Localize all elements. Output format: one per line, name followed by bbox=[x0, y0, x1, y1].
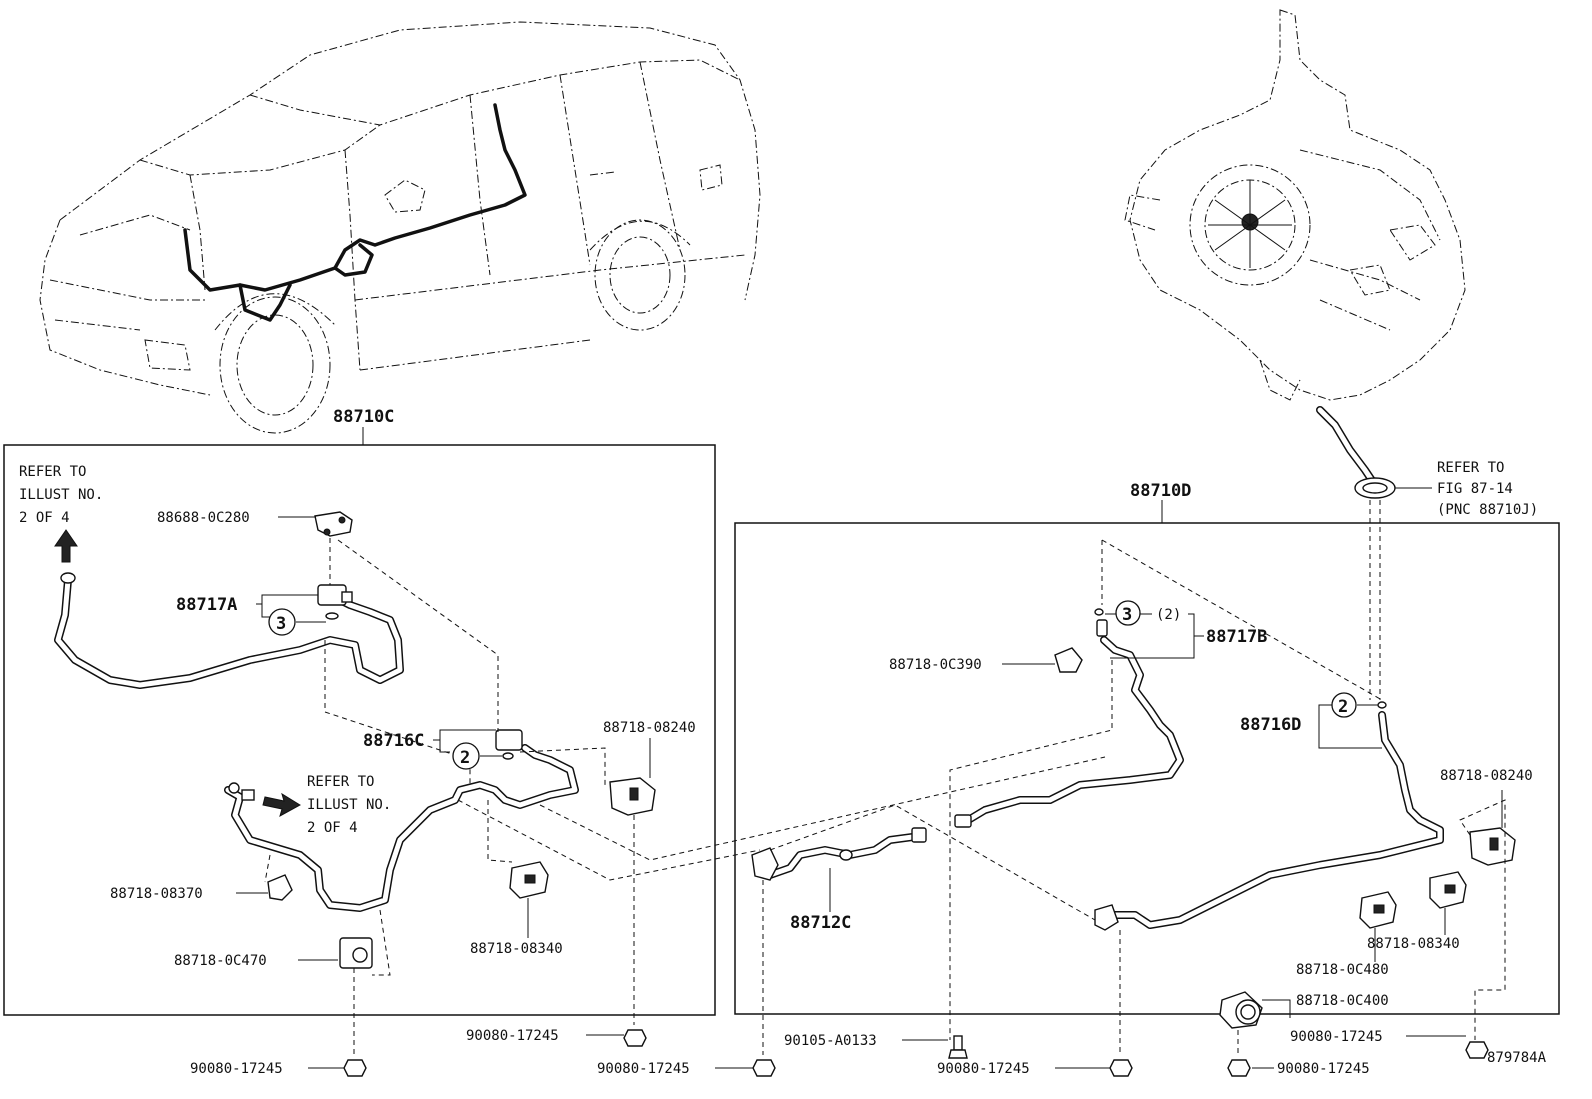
label-88718-08340-right: 88718-08340 bbox=[1367, 936, 1460, 952]
note-refer-fig-1: REFER TO bbox=[1437, 460, 1504, 476]
label-88718-08240-right: 88718-08240 bbox=[1440, 768, 1533, 784]
clamp-88718-0C480 bbox=[1359, 891, 1397, 929]
label-88718-08370: 88718-08370 bbox=[110, 886, 203, 902]
label-90080-17245-e: 90080-17245 bbox=[1277, 1061, 1370, 1077]
note-refer-illust-b-2: ILLUST NO. bbox=[307, 797, 391, 813]
clamp-88718-0C470 bbox=[339, 937, 373, 969]
label-88710C: 88710C bbox=[333, 407, 394, 427]
note-refer-illust-a-2: ILLUST NO. bbox=[19, 487, 103, 503]
clamp-88718-08340-right bbox=[1429, 871, 1467, 909]
label-88688-0C280: 88688-0C280 bbox=[157, 510, 250, 526]
label-88718-08340-left: 88718-08340 bbox=[470, 941, 563, 957]
clamp-88718-08370 bbox=[267, 874, 293, 901]
label-qty-2: (2) bbox=[1156, 607, 1181, 623]
bolt-90105-A0133 bbox=[948, 1035, 968, 1059]
clamp-88718-08240-right bbox=[1469, 827, 1516, 866]
label-88712C: 88712C bbox=[790, 913, 851, 933]
grommet-88718-0C400 bbox=[1219, 991, 1263, 1029]
arrow-refer-right bbox=[262, 792, 301, 818]
note-refer-illust-a-1: REFER TO bbox=[19, 464, 86, 480]
arrow-refer-up bbox=[54, 529, 78, 563]
note-refer-fig-3: (PNC 88710J) bbox=[1437, 502, 1538, 518]
clamp-88718-08340-left bbox=[509, 861, 549, 899]
pipe-88716C bbox=[224, 729, 579, 912]
label-88717A: 88717A bbox=[176, 595, 237, 615]
clip-88688-0C280 bbox=[314, 511, 353, 537]
pipe-88716D bbox=[1094, 701, 1444, 931]
label-88716C: 88716C bbox=[363, 731, 424, 751]
label-88718-0C400: 88718-0C400 bbox=[1296, 993, 1389, 1009]
clamp-88718-0C390 bbox=[1054, 647, 1083, 673]
label-90080-17245-a: 90080-17245 bbox=[466, 1028, 559, 1044]
figure-id: 879784A bbox=[1487, 1050, 1547, 1066]
callout-circles bbox=[268, 600, 1357, 770]
note-refer-illust-b-3: 2 OF 4 bbox=[307, 820, 358, 836]
label-88718-08240-left: 88718-08240 bbox=[603, 720, 696, 736]
label-88718-0C480: 88718-0C480 bbox=[1296, 962, 1389, 978]
label-90105-A0133: 90105-A0133 bbox=[784, 1033, 877, 1049]
frame-88710C bbox=[3, 444, 716, 1016]
label-88718-0C390: 88718-0C390 bbox=[889, 657, 982, 673]
label-90080-17245-f: 90080-17245 bbox=[1290, 1029, 1383, 1045]
label-88716D: 88716D bbox=[1240, 715, 1301, 735]
frame-88710D bbox=[734, 522, 1560, 1015]
vehicle-illustration bbox=[39, 21, 761, 434]
circle-num-2-right: 2 bbox=[1338, 697, 1348, 717]
circle-num-2-left: 2 bbox=[460, 748, 470, 768]
note-refer-illust-a-3: 2 OF 4 bbox=[19, 510, 70, 526]
pipe-88717A bbox=[54, 572, 404, 689]
label-88717B: 88717B bbox=[1206, 627, 1267, 647]
label-88710D: 88710D bbox=[1130, 481, 1191, 501]
note-refer-fig-2: FIG 87-14 bbox=[1437, 481, 1513, 497]
label-90080-17245-c: 90080-17245 bbox=[597, 1061, 690, 1077]
circle-num-3-left: 3 bbox=[276, 614, 286, 634]
label-90080-17245-b: 90080-17245 bbox=[190, 1061, 283, 1077]
label-90080-17245-d: 90080-17245 bbox=[937, 1061, 1030, 1077]
hvac-unit-illustration bbox=[1124, 9, 1466, 499]
leader-lines bbox=[236, 487, 1503, 1069]
pipe-88712C bbox=[751, 827, 927, 881]
clamp-88718-08240-left bbox=[609, 777, 656, 816]
note-refer-illust-b-1: REFER TO bbox=[307, 774, 374, 790]
pipe-88717B bbox=[954, 608, 1184, 828]
circle-num-3-right: 3 bbox=[1122, 605, 1132, 625]
label-88718-0C470: 88718-0C470 bbox=[174, 953, 267, 969]
